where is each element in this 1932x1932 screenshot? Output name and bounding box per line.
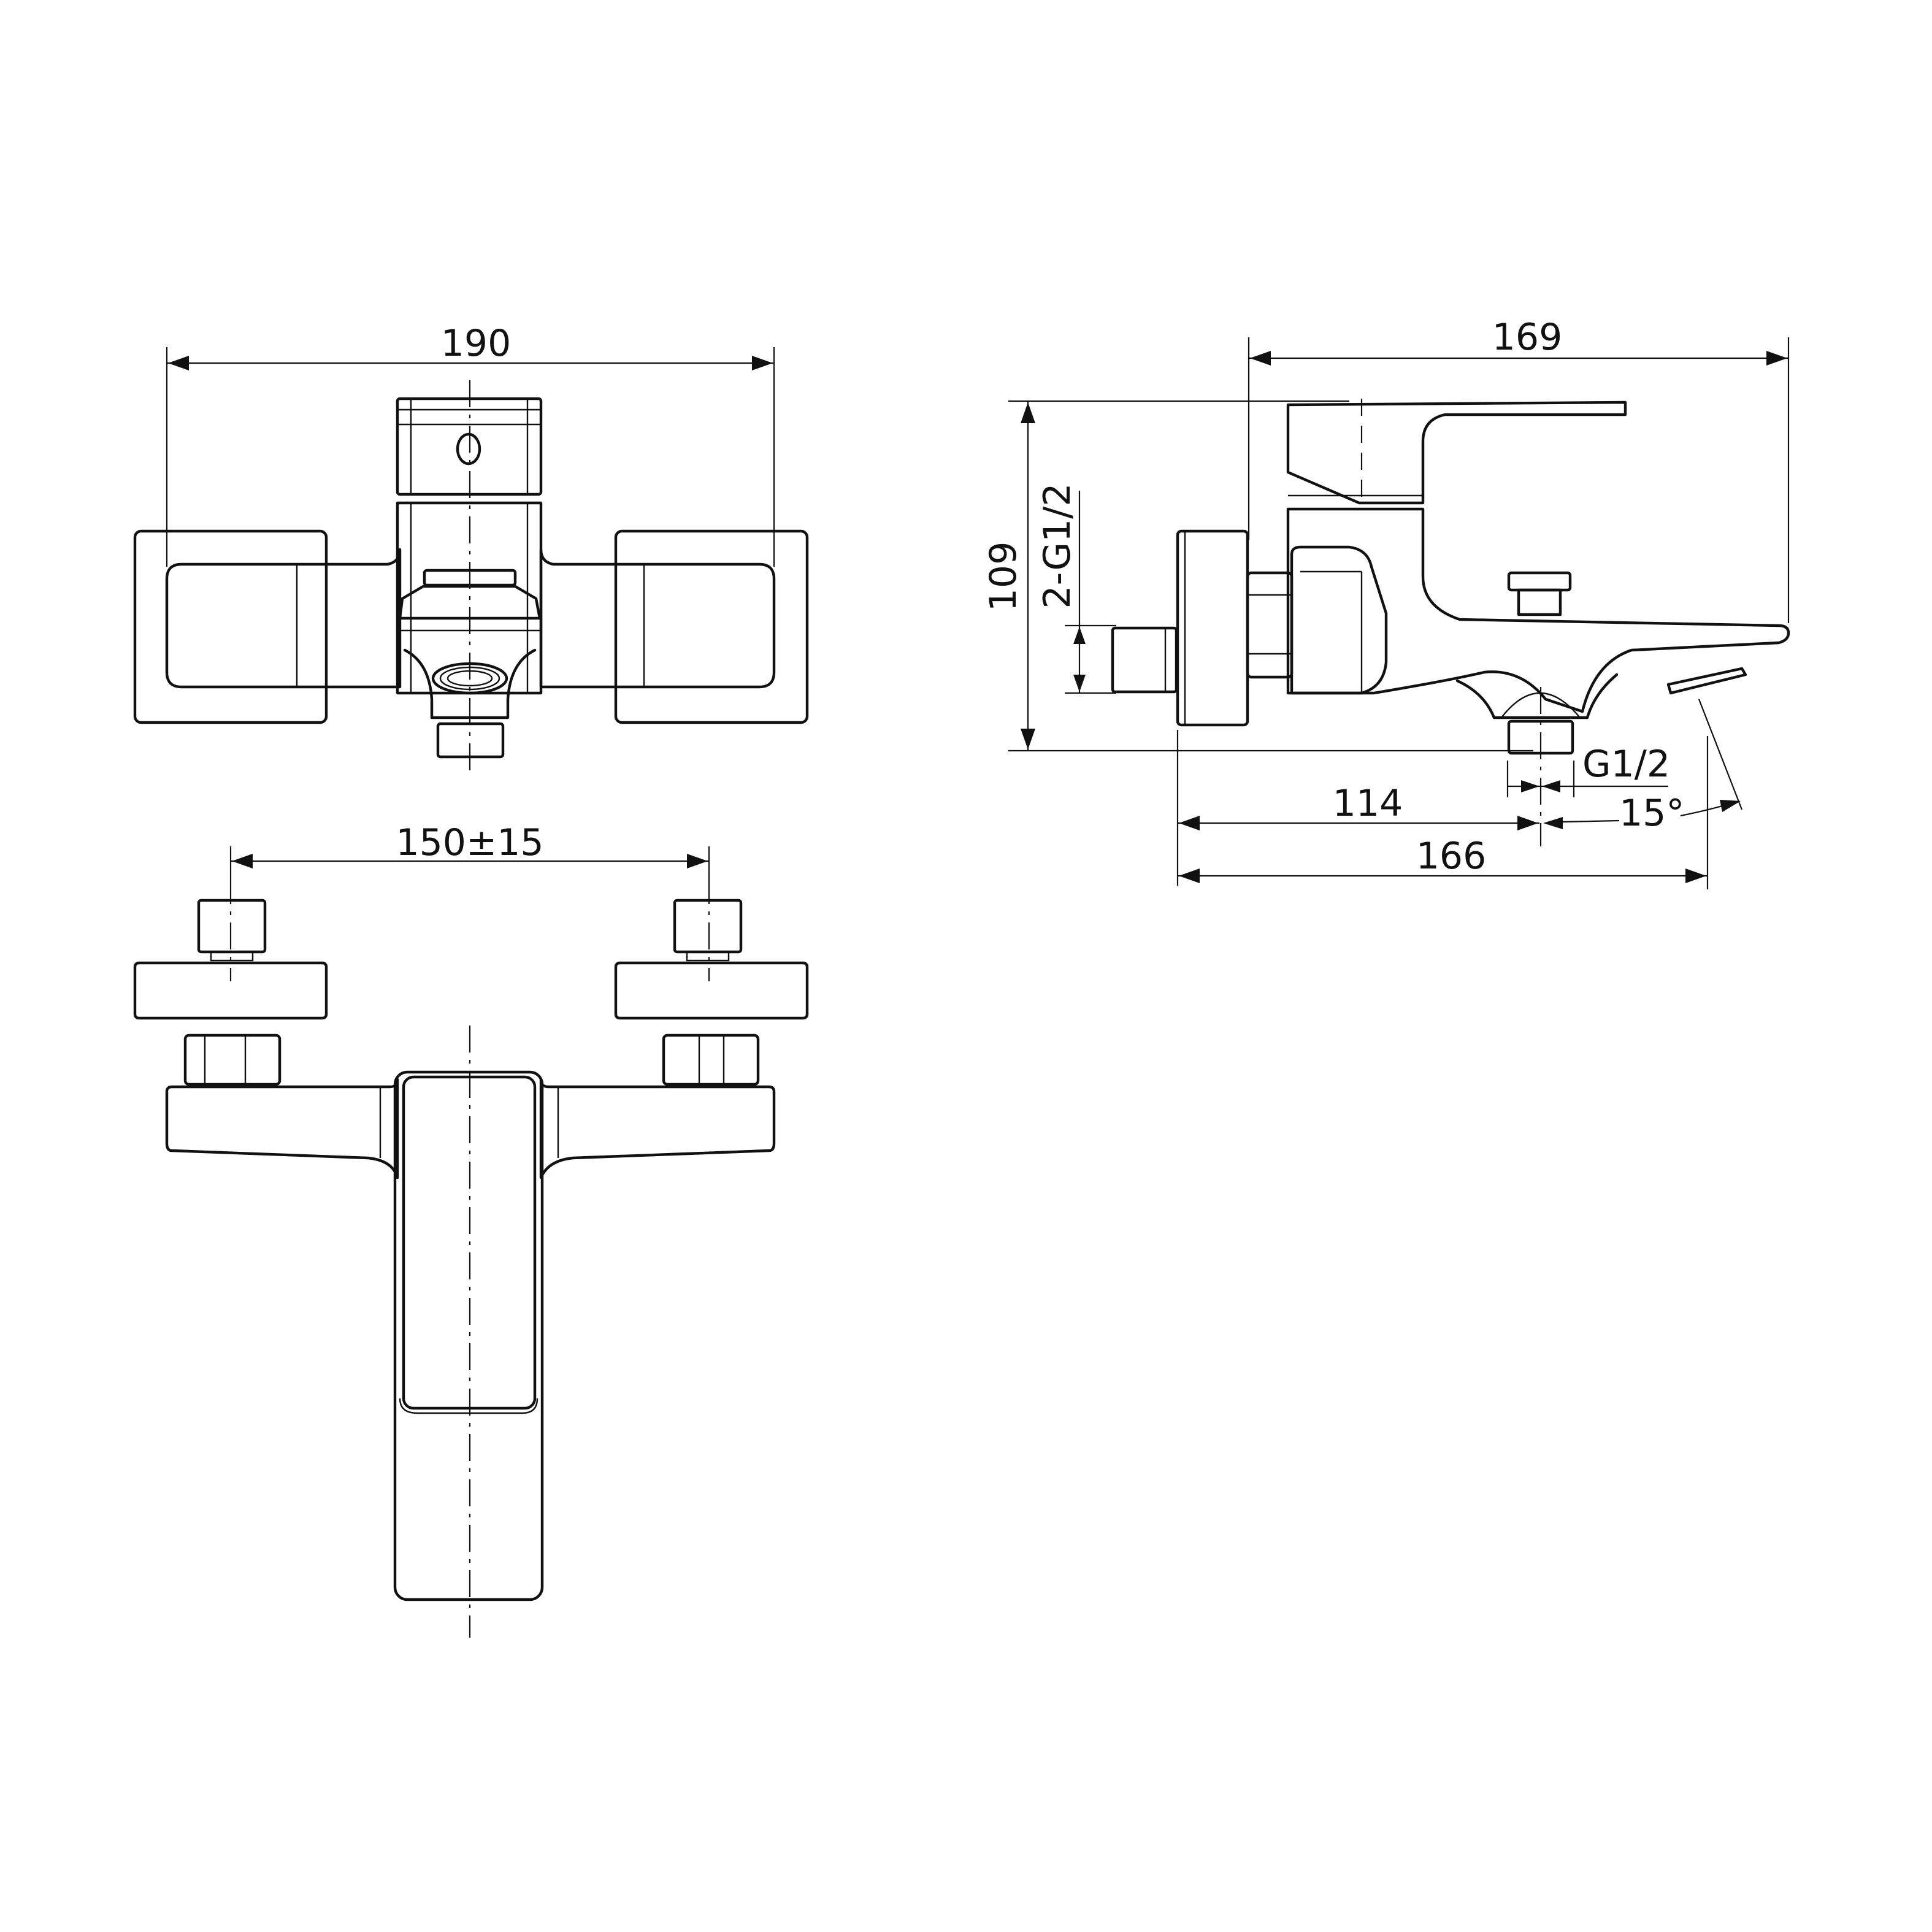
dimension-114: 114 [1176, 730, 1620, 886]
dimension-g1-2-outlet: G1/2 [1506, 743, 1670, 797]
dimension-label-inlet-thread: 2-G1/2 [1036, 483, 1079, 608]
top-view: 150±15 [133, 821, 809, 1638]
side-view: 169 109 2-G1/2 [982, 316, 1790, 889]
dimension-166: 166 [1178, 835, 1708, 883]
dimension-label-109: 109 [982, 542, 1025, 612]
dimension-label-169: 169 [1492, 316, 1563, 359]
dimension-label-spout-angle: 15° [1619, 792, 1684, 835]
dimension-150: 150±15 [229, 821, 710, 877]
dimension-2-g1-2: 2-G1/2 [1036, 483, 1116, 694]
front-view: 190 [133, 322, 809, 775]
dimension-15-deg: 15° [1619, 699, 1743, 889]
dimension-190: 190 [166, 322, 775, 567]
dimension-label-150: 150±15 [396, 821, 543, 864]
dimension-label-114: 114 [1333, 782, 1403, 825]
set-screw-icon [456, 432, 481, 466]
dimension-109: 109 [982, 400, 1533, 752]
dimension-label-166: 166 [1416, 835, 1487, 878]
dimension-label-outlet-thread: G1/2 [1582, 743, 1670, 786]
dimension-169: 169 [1248, 316, 1790, 623]
dimension-label-190: 190 [441, 322, 512, 365]
